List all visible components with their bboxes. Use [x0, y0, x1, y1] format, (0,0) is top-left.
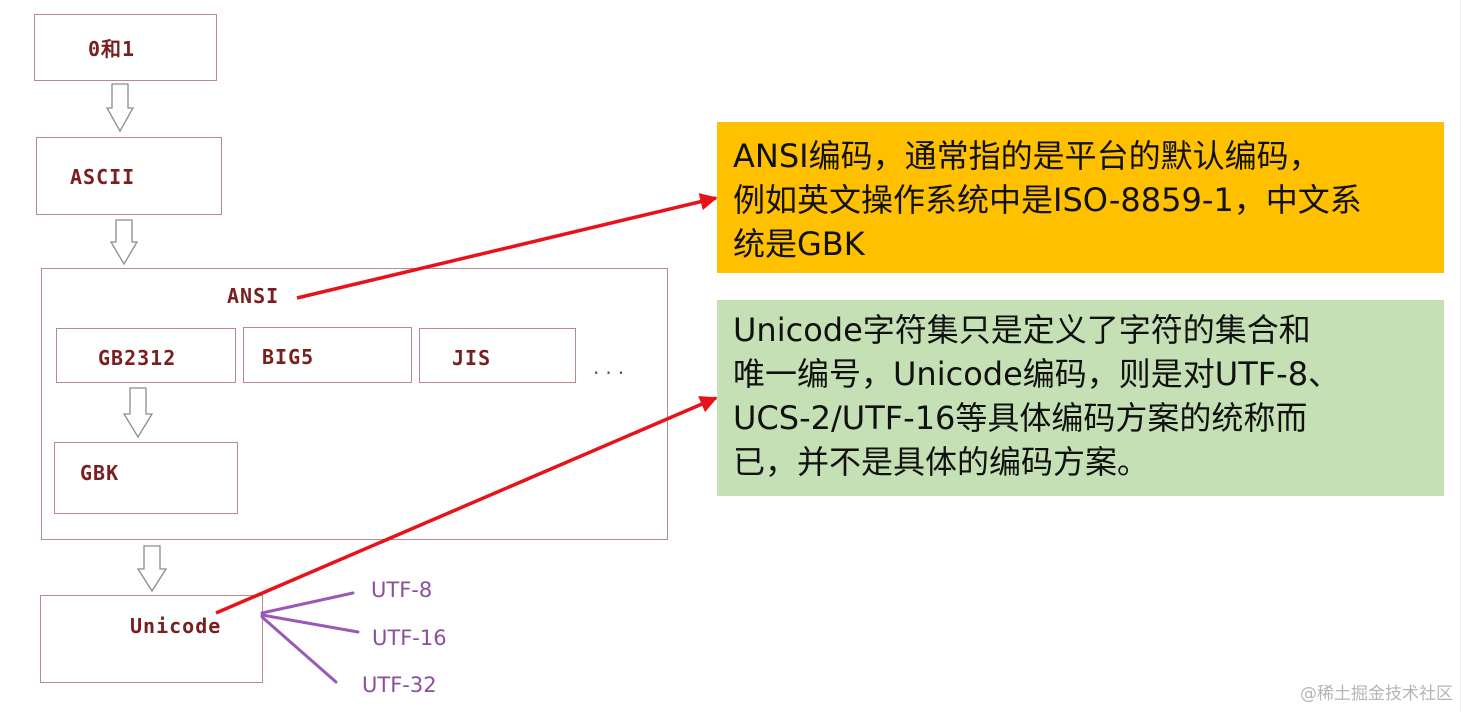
ansi-note-line: 统是GBK — [733, 225, 865, 263]
flow-down-arrow — [136, 545, 168, 593]
binary-label: 0和1 — [88, 37, 136, 61]
big5-label: BIG5 — [262, 345, 315, 369]
ascii-label: ASCII — [70, 165, 136, 189]
unicode-note-line: UCS-2/UTF-16等具体编码方案的统称而 — [733, 399, 1308, 437]
utf8-branch-line — [260, 591, 355, 615]
ansi-pointer-arrow — [296, 193, 718, 300]
unicode-pointer-arrow — [215, 396, 718, 615]
utf32-branch-line — [260, 615, 338, 684]
utf32-label: UTF-32 — [362, 673, 437, 697]
flow-down-arrow — [109, 219, 139, 266]
big5-box — [243, 327, 412, 383]
jis-label: JIS — [452, 346, 492, 370]
unicode-note: Unicode字符集只是定义了字符的集合和 唯一编号，Unicode编码，则是对… — [717, 300, 1444, 496]
ansi-note: ANSI编码，通常指的是平台的默认编码， 例如英文操作系统中是ISO-8859-… — [717, 122, 1444, 273]
jis-box — [419, 328, 576, 383]
ansi-note-line: ANSI编码，通常指的是平台的默认编码， — [733, 137, 1321, 175]
gb2312-label: GB2312 — [98, 346, 177, 370]
binary-box — [34, 14, 217, 81]
utf8-label: UTF-8 — [371, 578, 433, 602]
unicode-note-line: 已，并不是具体的编码方案。 — [733, 443, 1150, 481]
gb2312-box — [56, 328, 236, 383]
gbk-box — [54, 442, 238, 514]
ascii-box — [36, 137, 222, 215]
flow-down-arrow — [105, 83, 135, 133]
unicode-label: Unicode — [130, 614, 222, 638]
ansi-label: ANSI — [227, 284, 280, 308]
utf16-branch-line — [260, 613, 360, 634]
more-encodings-ellipsis: ... — [593, 355, 631, 379]
unicode-note-line: Unicode字符集只是定义了字符的集合和 — [733, 311, 1311, 349]
flow-down-arrow — [122, 387, 154, 439]
unicode-note-line: 唯一编号，Unicode编码，则是对UTF-8、 — [733, 355, 1341, 393]
gbk-label: GBK — [80, 461, 120, 485]
utf16-label: UTF-16 — [372, 626, 447, 650]
watermark-text: @稀土掘金技术社区 — [1300, 684, 1453, 704]
ansi-note-line: 例如英文操作系统中是ISO-8859-1，中文系 — [733, 181, 1362, 219]
